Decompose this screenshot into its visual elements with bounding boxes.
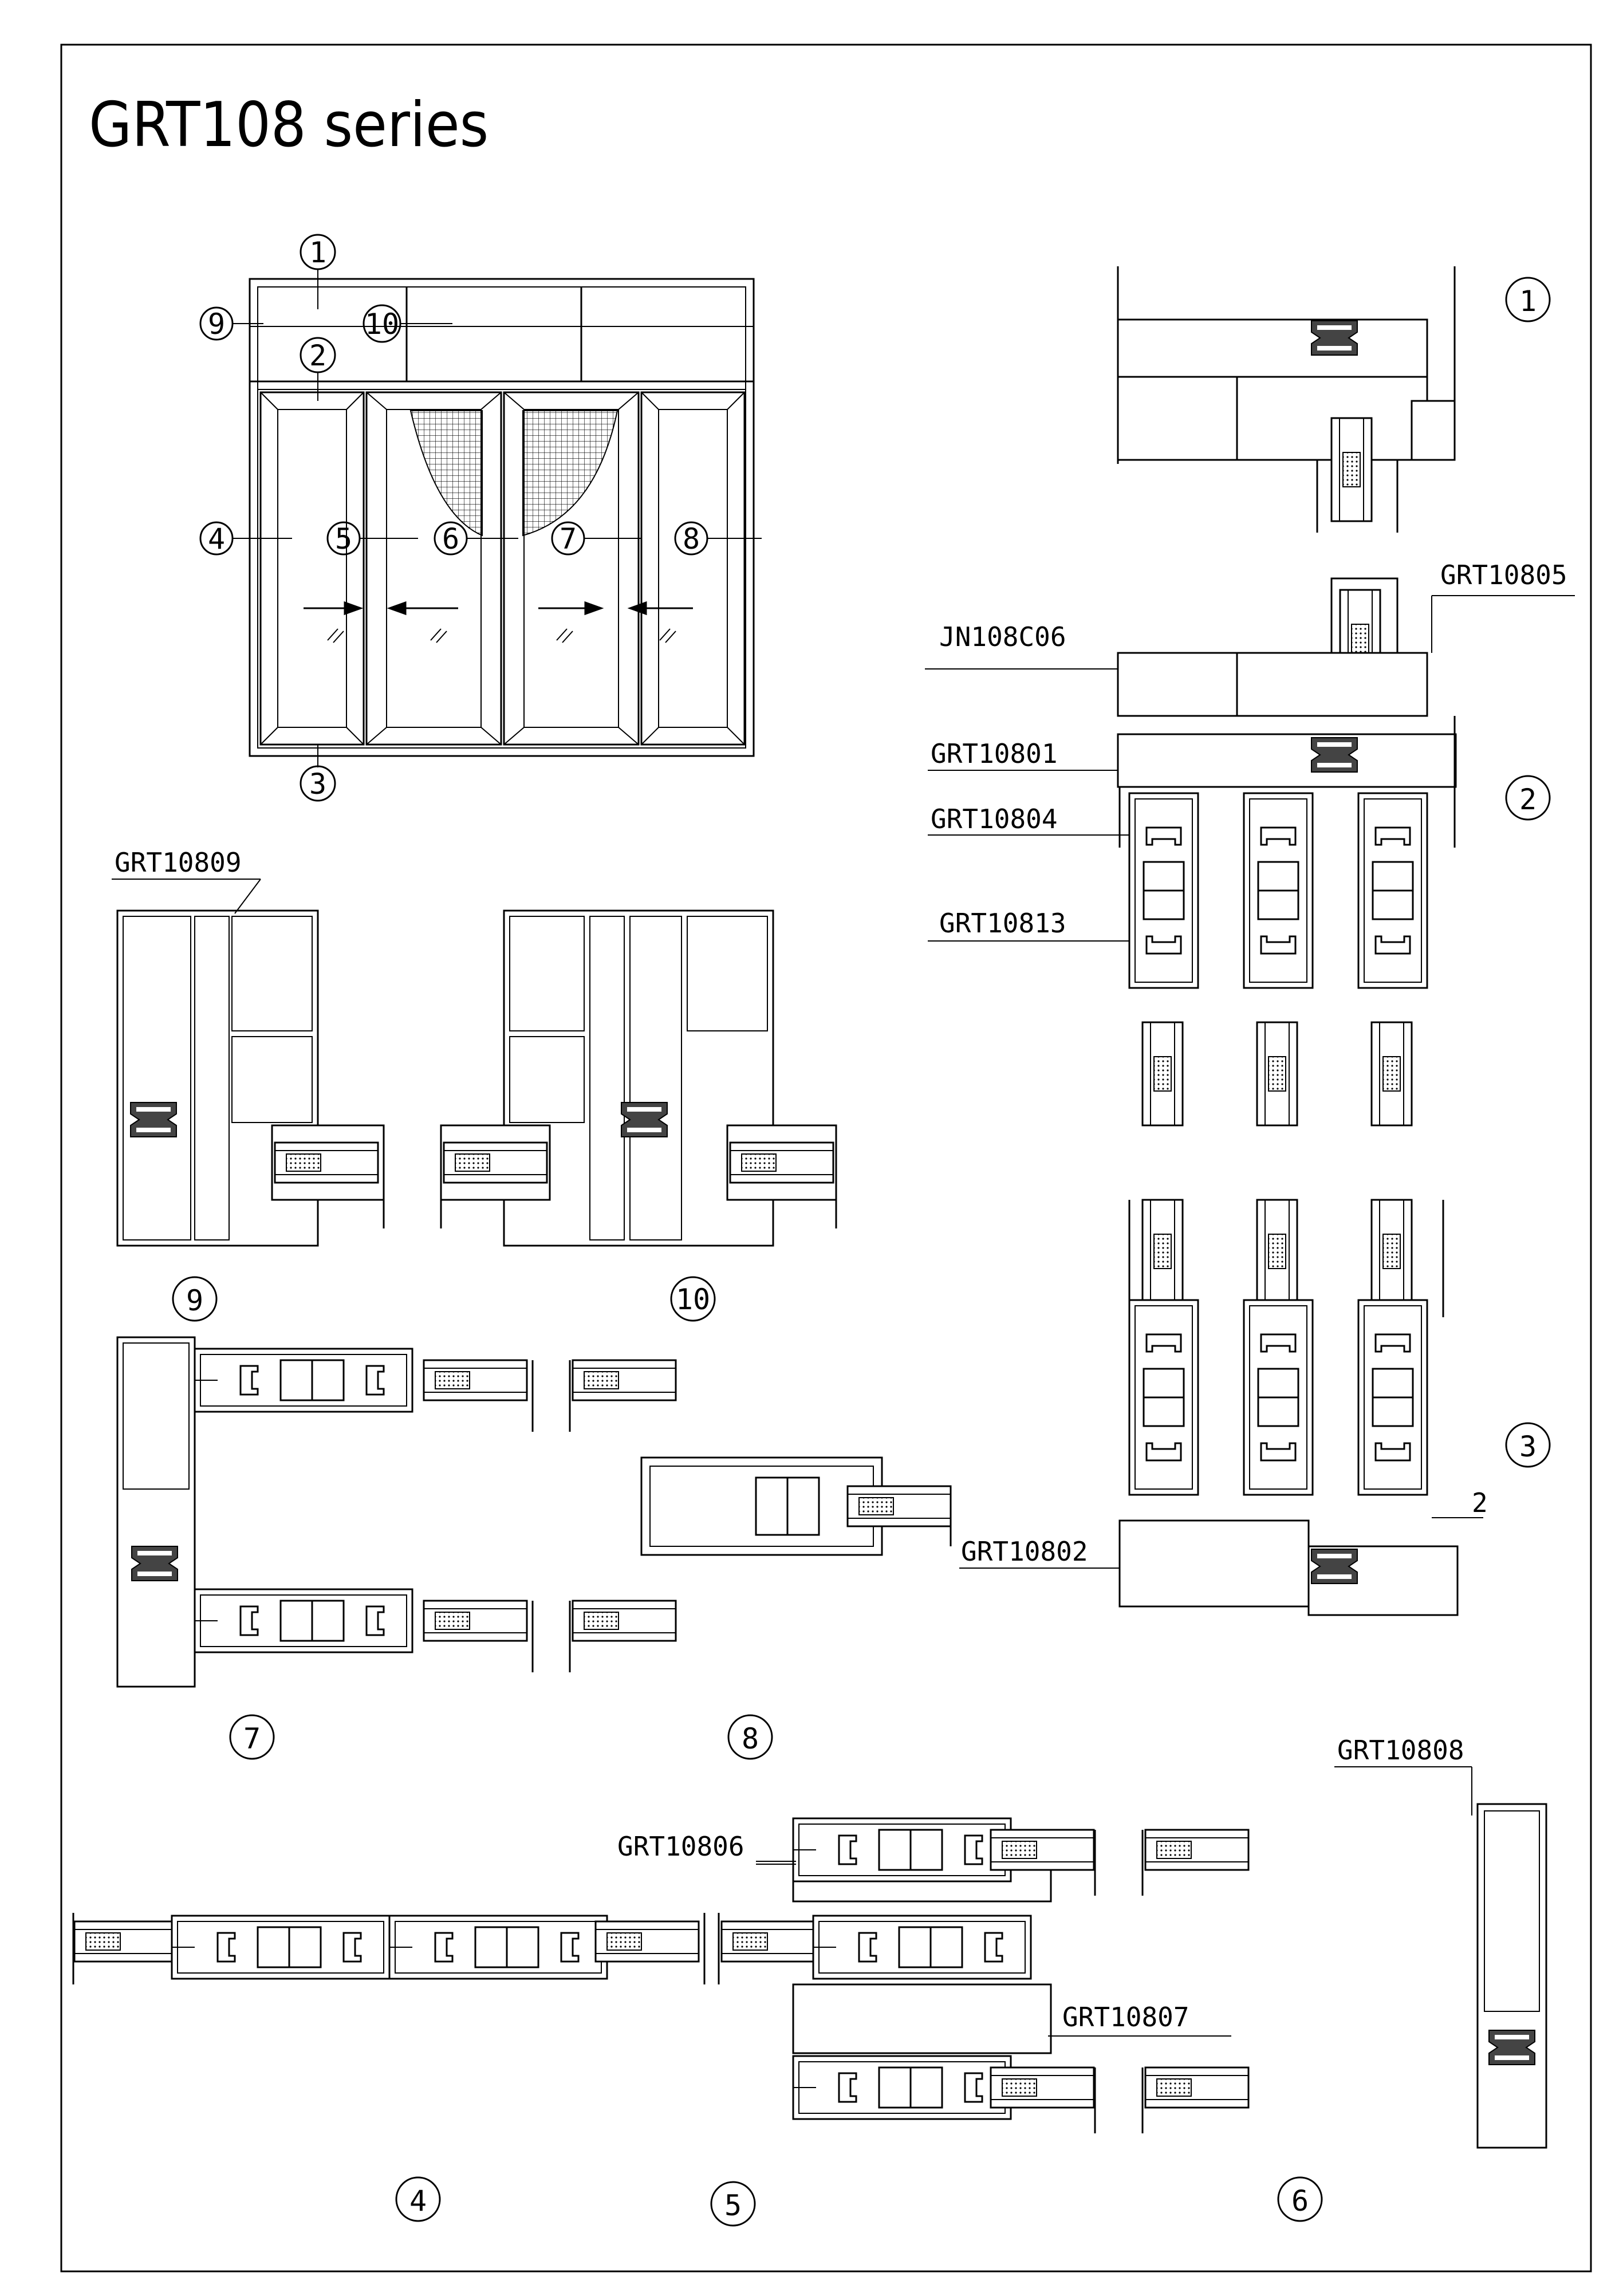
section-marker-3: 3 xyxy=(1505,1422,1551,1468)
section-marker-5: 5 xyxy=(710,2181,756,2227)
dimension-2: 2 xyxy=(1472,1487,1488,1518)
section-marker-2: 2 xyxy=(1505,775,1551,821)
svg-text:10: 10 xyxy=(676,1283,710,1316)
section-7-drawing xyxy=(116,1336,534,1688)
svg-text:3: 3 xyxy=(1519,1430,1537,1463)
svg-text:5: 5 xyxy=(335,522,352,556)
elevation-marker-6: 6 xyxy=(434,521,468,556)
label-jn108c06: JN108C06 xyxy=(939,621,1066,652)
svg-text:2: 2 xyxy=(309,339,326,372)
section-9-drawing xyxy=(112,879,385,1247)
svg-text:7: 7 xyxy=(560,522,577,556)
section-2-drawing xyxy=(925,577,1575,1127)
svg-text:4: 4 xyxy=(409,2184,427,2218)
elevation-marker-5: 5 xyxy=(326,521,361,556)
section-8-drawing xyxy=(569,1359,952,1672)
section-4-drawing xyxy=(72,1913,706,1984)
svg-text:4: 4 xyxy=(208,522,225,556)
svg-text:9: 9 xyxy=(208,308,225,341)
svg-text:3: 3 xyxy=(309,767,326,801)
label-grt10809: GRT10809 xyxy=(115,847,242,878)
svg-text:9: 9 xyxy=(186,1284,203,1317)
sheet-border xyxy=(60,44,1592,2273)
section-marker-10: 10 xyxy=(670,1276,716,1322)
section-1-drawing xyxy=(1117,266,1456,533)
elevation-marker-7: 7 xyxy=(551,521,585,556)
svg-text:5: 5 xyxy=(724,2189,742,2222)
svg-text:6: 6 xyxy=(442,522,459,556)
label-grt10807: GRT10807 xyxy=(1062,2002,1189,2033)
svg-text:7: 7 xyxy=(243,1722,261,1755)
svg-text:1: 1 xyxy=(1519,285,1537,318)
label-grt10802: GRT10802 xyxy=(961,1536,1088,1567)
section-6-drawing xyxy=(756,1766,1547,2149)
svg-text:6: 6 xyxy=(1291,2184,1309,2218)
svg-text:10: 10 xyxy=(365,308,399,341)
label-grt10808: GRT10808 xyxy=(1337,1735,1464,1766)
elevation-marker-9: 9 xyxy=(199,306,234,341)
label-grt10804: GRT10804 xyxy=(931,804,1058,834)
elevation-marker-2: 2 xyxy=(300,337,336,373)
section-marker-7: 7 xyxy=(229,1714,275,1760)
svg-text:8: 8 xyxy=(742,1722,759,1755)
elevation-marker-1: 1 xyxy=(300,234,336,270)
section-marker-8: 8 xyxy=(727,1714,773,1760)
elevation-markers: 1 9 10 2 4 5 6 7 8 3 xyxy=(199,234,708,802)
svg-text:8: 8 xyxy=(683,522,700,556)
elevation-marker-10: 10 xyxy=(363,304,401,343)
label-grt10806: GRT10806 xyxy=(617,1831,744,1862)
svg-text:1: 1 xyxy=(309,236,326,269)
sheet-title: GRT108 series xyxy=(89,89,489,161)
section-marker-1: 1 xyxy=(1505,277,1551,322)
section-marker-9: 9 xyxy=(172,1276,218,1322)
svg-text:2: 2 xyxy=(1519,783,1537,816)
section-3-drawing xyxy=(959,1199,1483,1616)
window-elevation xyxy=(232,269,762,767)
section-marker-6: 6 xyxy=(1277,2176,1323,2222)
section-10-drawing xyxy=(440,909,837,1247)
elevation-marker-4: 4 xyxy=(199,521,234,556)
label-grt10813: GRT10813 xyxy=(939,908,1066,939)
elevation-marker-8: 8 xyxy=(674,521,708,556)
elevation-marker-3: 3 xyxy=(300,765,336,802)
label-grt10801: GRT10801 xyxy=(931,738,1058,769)
section-marker-4: 4 xyxy=(395,2176,441,2222)
label-grt10805: GRT10805 xyxy=(1440,560,1567,590)
